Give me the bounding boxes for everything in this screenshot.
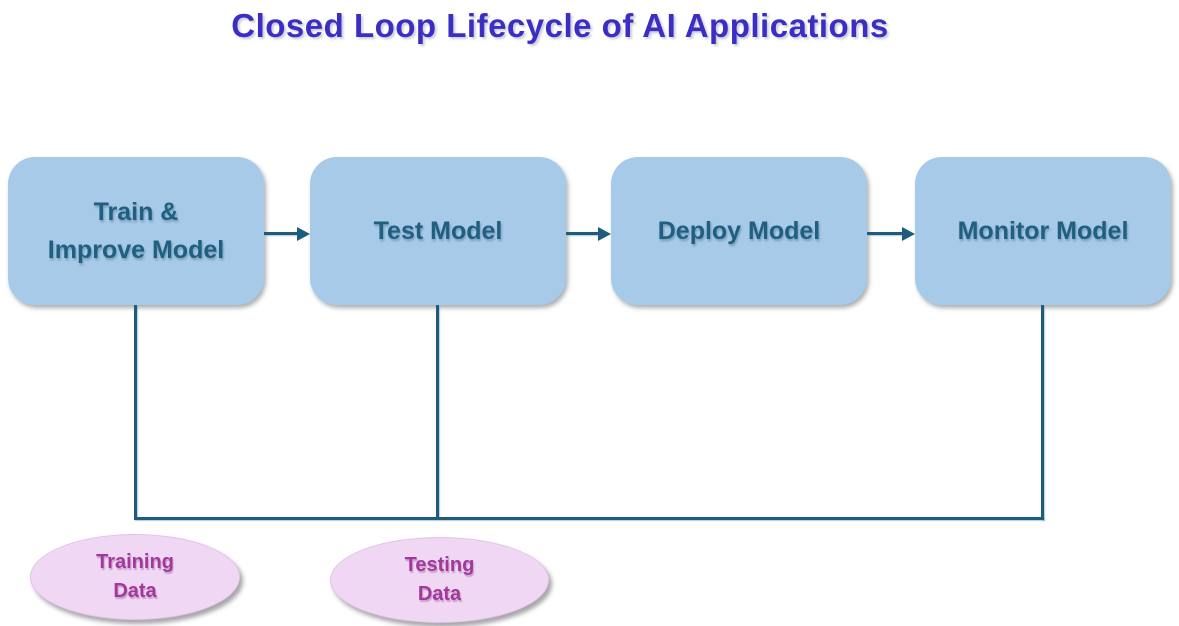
node-label-line: Train & [93,198,179,226]
node-test-model: Test Model [310,157,566,305]
feedback-line-monitor-vertical [1041,305,1044,520]
arrow-test-to-deploy [566,232,601,235]
arrow-head-right-icon [598,226,611,241]
ellipse-label-line: Data [113,580,157,602]
ellipse-label-line: Training [96,551,174,573]
node-deploy-model: Deploy Model [611,157,867,305]
node-label-line: Test Model [373,217,503,245]
node-label-line: Deploy Model [657,217,821,245]
page-title: Closed Loop Lifecycle of AI Applications [231,7,889,44]
arrow-head-right-icon [902,226,915,241]
arrow-train-to-test [264,232,300,235]
ellipse-label-line: Testing [404,554,475,576]
node-train-improve-model: Train & Improve Model [8,157,264,305]
arrow-head-right-icon [297,226,310,241]
ellipse-label-line: Data [417,583,462,605]
ellipse-training-data: Training Data [30,534,240,620]
feedback-line-test-vertical [436,305,439,518]
node-label-line: Improve Model [47,236,225,264]
node-label-line: Monitor Model [957,217,1129,245]
ellipse-testing-data: Testing Data [330,537,549,623]
arrow-deploy-to-monitor [867,232,905,235]
node-monitor-model: Monitor Model [915,157,1171,305]
feedback-line-bottom-horizontal [134,517,1044,520]
feedback-line-train-vertical [134,305,137,519]
